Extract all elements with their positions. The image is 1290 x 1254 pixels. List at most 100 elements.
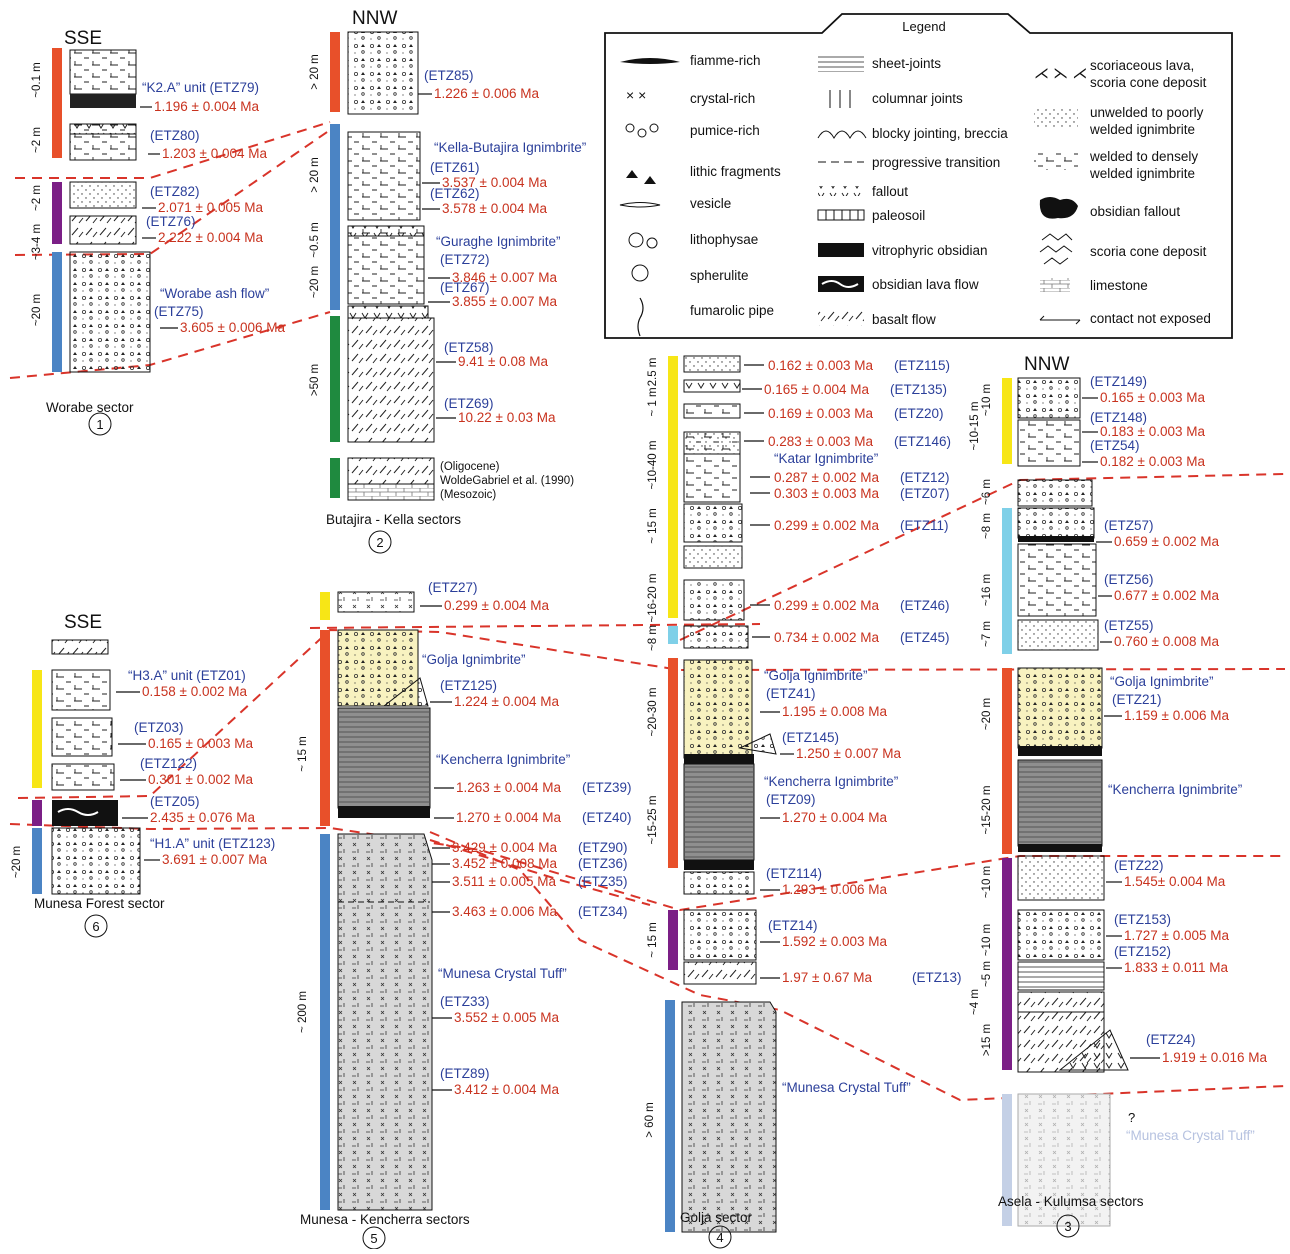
svg-text:(ETZ114): (ETZ114) [766, 866, 822, 881]
svg-text:“Munesa Crystal Tuff”: “Munesa Crystal Tuff” [438, 966, 567, 981]
svg-text:(ETZ33): (ETZ33) [440, 994, 490, 1009]
svg-text:(ETZ145): (ETZ145) [782, 730, 839, 745]
svg-text:~20 m: ~20 m [31, 294, 43, 326]
svg-text:paleosoil: paleosoil [872, 208, 925, 223]
svg-text:2: 2 [376, 535, 383, 550]
svg-text:(ETZ45): (ETZ45) [900, 630, 950, 645]
section-butajira-kella: NNW > 20 m > 20 m ~0.5 m ~20 m >50 m (ET… [309, 8, 586, 554]
svg-text:columnar joints: columnar joints [872, 91, 963, 106]
svg-text:3.452 ± 0.008 Ma: 3.452 ± 0.008 Ma [452, 856, 557, 871]
svg-text:5: 5 [370, 1231, 377, 1246]
svg-text:0.165 ± 0.004 Ma: 0.165 ± 0.004 Ma [764, 382, 869, 397]
svg-text:spherulite: spherulite [690, 268, 749, 283]
svg-text:0.659 ± 0.002 Ma: 0.659 ± 0.002 Ma [1114, 534, 1219, 549]
sector-name: Asela - Kulumsa sectors [998, 1194, 1144, 1209]
section-asela-kulumsa: NNW ~10 m ~10-15 m ~6 m ~8 m ~16 m ~7 m … [969, 354, 1267, 1238]
svg-text:~2 m: ~2 m [31, 185, 43, 211]
direction-label: NNW [1024, 354, 1069, 375]
svg-text:0.303 ± 0.003 Ma: 0.303 ± 0.003 Ma [774, 486, 879, 501]
svg-text:(ETZ20): (ETZ20) [894, 406, 944, 421]
svg-text:~ 200 m: ~ 200 m [297, 991, 309, 1033]
svg-text:> 20 m: > 20 m [309, 157, 321, 192]
svg-text:1.833 ± 0.011 Ma: 1.833 ± 0.011 Ma [1124, 960, 1228, 975]
svg-text:sheet-joints: sheet-joints [872, 56, 941, 71]
svg-text:3.537 ± 0.004 Ma: 3.537 ± 0.004 Ma [442, 175, 547, 190]
svg-text:1.195 ± 0.008 Ma: 1.195 ± 0.008 Ma [782, 704, 887, 719]
svg-text:“Munesa Crystal Tuff”: “Munesa Crystal Tuff” [1126, 1128, 1255, 1143]
svg-text:~10 m: ~10 m [981, 384, 993, 416]
svg-text:(ETZ62): (ETZ62) [430, 186, 480, 201]
svg-text:~20 m: ~20 m [981, 698, 993, 730]
svg-text:0.158 ± 0.002 Ma: 0.158 ± 0.002 Ma [142, 684, 247, 699]
svg-text:1.727 ± 0.005 Ma: 1.727 ± 0.005 Ma [1124, 928, 1229, 943]
svg-text:(ETZ39): (ETZ39) [582, 780, 632, 795]
svg-text:welded to densely: welded to densely [1089, 149, 1198, 164]
svg-text:?: ? [1128, 1110, 1135, 1125]
svg-text:(ETZ122): (ETZ122) [140, 756, 197, 771]
direction-label: SSE [64, 28, 102, 49]
svg-text:>15 m: >15 m [981, 1024, 993, 1056]
svg-text:WoldeGabriel et al. (1990): WoldeGabriel et al. (1990) [440, 475, 574, 487]
svg-text:(ETZ27): (ETZ27) [428, 580, 478, 595]
svg-text:(ETZ72): (ETZ72) [440, 252, 490, 267]
svg-text:3.855 ± 0.007 Ma: 3.855 ± 0.007 Ma [452, 294, 557, 309]
svg-text:1.263 ± 0.004 Ma: 1.263 ± 0.004 Ma [456, 780, 561, 795]
svg-text:“Guraghe Ignimbrite”: “Guraghe Ignimbrite” [436, 234, 561, 249]
svg-text:(ETZ85): (ETZ85) [424, 68, 474, 83]
svg-text:welded ignimbrite: welded ignimbrite [1089, 122, 1195, 137]
svg-text:(Oligocene): (Oligocene) [440, 461, 500, 473]
svg-text:~ 1 m: ~ 1 m [647, 387, 659, 416]
svg-text:~10-15 m: ~10-15 m [969, 402, 981, 451]
svg-text:1.196 ± 0.004 Ma: 1.196 ± 0.004 Ma [154, 99, 259, 114]
svg-text:3.412 ± 0.004 Ma: 3.412 ± 0.004 Ma [454, 1082, 559, 1097]
svg-text:scoria cone deposit: scoria cone deposit [1090, 244, 1207, 259]
svg-text:(ETZ67): (ETZ67) [440, 280, 490, 295]
svg-text:(ETZ35): (ETZ35) [578, 874, 628, 889]
svg-text:(ETZ09): (ETZ09) [766, 792, 816, 807]
svg-text:3.552 ± 0.005 Ma: 3.552 ± 0.005 Ma [454, 1010, 559, 1025]
svg-text:3.691 ± 0.007 Ma: 3.691 ± 0.007 Ma [162, 852, 267, 867]
legend: Legend fiamme-rich × × crystal-rich pumi… [604, 13, 1233, 339]
svg-text:0.183 ± 0.003 Ma: 0.183 ± 0.003 Ma [1100, 424, 1205, 439]
svg-text:1.224 ± 0.004 Ma: 1.224 ± 0.004 Ma [454, 694, 559, 709]
svg-text:“H3.A” unit (ETZ01): “H3.A” unit (ETZ01) [128, 668, 246, 683]
svg-text:(ETZ115): (ETZ115) [894, 358, 950, 373]
svg-text:scoria cone deposit: scoria cone deposit [1090, 75, 1207, 90]
svg-text:3.578 ± 0.004 Ma: 3.578 ± 0.004 Ma [442, 201, 547, 216]
svg-text:~6 m: ~6 m [981, 479, 993, 505]
svg-text:vitrophyric obsidian: vitrophyric obsidian [872, 243, 988, 258]
section-munesa-kencherra: ~ 15 m ~ 200 m (ETZ27) 0.299 ± 0.004 Ma … [297, 580, 632, 1250]
svg-text:~15-20 m: ~15-20 m [981, 786, 993, 835]
svg-text:0.182 ± 0.003 Ma: 0.182 ± 0.003 Ma [1100, 454, 1205, 469]
svg-text:“Kella-Butajira Ignimbrite”: “Kella-Butajira Ignimbrite” [434, 140, 586, 155]
svg-text:“Kencherra Ignimbrite”: “Kencherra Ignimbrite” [1108, 782, 1242, 797]
svg-text:(ETZ11): (ETZ11) [900, 518, 949, 533]
svg-text:(ETZ03): (ETZ03) [134, 720, 184, 735]
svg-text:“Worabe ash flow”: “Worabe ash flow” [160, 286, 269, 301]
svg-text:(ETZ69): (ETZ69) [444, 396, 494, 411]
svg-text:~10 m: ~10 m [981, 866, 993, 898]
svg-text:× ×: × × [626, 87, 646, 103]
svg-text:unwelded to poorly: unwelded to poorly [1090, 105, 1204, 120]
svg-text:4: 4 [716, 1230, 723, 1245]
svg-text:(ETZ57): (ETZ57) [1104, 518, 1154, 533]
svg-text:contact not exposed: contact not exposed [1090, 311, 1211, 326]
svg-text:lithic fragments: lithic fragments [690, 164, 781, 179]
svg-text:~16 m: ~16 m [981, 574, 993, 606]
svg-text:2.222 ± 0.004 Ma: 2.222 ± 0.004 Ma [158, 230, 263, 245]
sector-name: Golja sector [680, 1210, 753, 1225]
section-munesa-forest: SSE ~20 m “H3.A” unit (ETZ01) 0.158 ± 0.… [11, 612, 275, 938]
svg-text:0.299 ± 0.002 Ma: 0.299 ± 0.002 Ma [774, 518, 879, 533]
svg-text:~8 m: ~8 m [647, 625, 659, 651]
svg-text:1.592 ± 0.003 Ma: 1.592 ± 0.003 Ma [782, 934, 887, 949]
sector-name: Munesa Forest sector [34, 896, 165, 911]
svg-text:(ETZ152): (ETZ152) [1114, 944, 1171, 959]
svg-text:1.545± 0.004 Ma: 1.545± 0.004 Ma [1124, 874, 1226, 889]
svg-text:“Munesa Crystal Tuff”: “Munesa Crystal Tuff” [782, 1080, 911, 1095]
svg-text:~16-20 m: ~16-20 m [647, 574, 659, 623]
svg-text:obsidian lava flow: obsidian lava flow [872, 277, 979, 292]
svg-text:“Kencherra Ignimbrite”: “Kencherra Ignimbrite” [764, 774, 898, 789]
sector-name: Butajira - Kella sectors [326, 512, 461, 527]
svg-text:obsidian fallout: obsidian fallout [1090, 204, 1180, 219]
svg-text:1.270 ± 0.004 Ma: 1.270 ± 0.004 Ma [456, 810, 561, 825]
